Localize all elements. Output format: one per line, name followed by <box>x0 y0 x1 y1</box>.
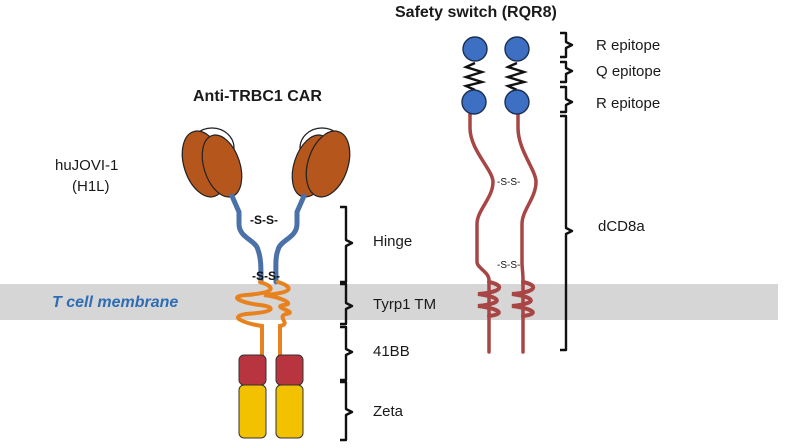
switch-disulfide-upper: -S-S- <box>497 177 520 188</box>
car-domain-zeta: Zeta <box>373 403 404 420</box>
switch-tm-coils <box>477 280 535 318</box>
car-binder-left <box>181 127 243 198</box>
switch-linkers <box>461 61 529 92</box>
epitope-top-right <box>504 36 530 62</box>
car-disulfide-upper: -S-S- <box>250 213 278 227</box>
brace-q-epitope <box>560 60 574 84</box>
car-domain-braces <box>340 205 354 442</box>
car-hinge-chains <box>229 193 307 285</box>
switch-domain-r-epitope-bottom: R epitope <box>596 95 661 112</box>
car-domain-41bb: 41BB <box>373 343 410 360</box>
switch-domain-dcd8a: dCD8a <box>598 218 645 235</box>
car-domain-hinge: Hinge <box>373 233 413 250</box>
car-binder-variant: (H1L) <box>72 178 110 195</box>
brace-41bb <box>340 325 354 382</box>
switch-epitopes <box>461 36 530 115</box>
brace-dcd8a <box>560 114 574 352</box>
brace-r-epitope-bottom <box>560 85 574 114</box>
car-41bb-left <box>238 354 267 386</box>
brace-tm <box>340 282 354 326</box>
car-binder-right <box>291 127 351 198</box>
epitope-bottom-left <box>461 89 487 115</box>
car-tm-coils <box>235 280 292 358</box>
t-cell-membrane-band <box>0 284 778 320</box>
brace-r-epitope-top <box>560 31 574 59</box>
epitope-top-left <box>462 36 488 62</box>
car-binder-name: huJOVI-1 <box>55 157 119 174</box>
epitope-bottom-right <box>504 89 530 115</box>
car-disulfide-lower: -S-S- <box>252 269 280 283</box>
switch-title: Safety switch (RQR8) <box>395 4 557 21</box>
car-title: Anti-TRBC1 CAR <box>193 88 322 105</box>
car-41bb-right <box>275 354 304 386</box>
switch-stalks <box>468 102 538 354</box>
switch-domain-q-epitope: Q epitope <box>596 63 662 80</box>
car-domain-tm: Tyrp1 TM <box>373 296 437 313</box>
switch-disulfide-lower: -S-S- <box>497 260 520 271</box>
car-zeta-right <box>275 384 304 439</box>
t-cell-membrane-label: T cell membrane <box>52 294 179 311</box>
switch-domain-r-epitope-top: R epitope <box>596 37 661 54</box>
brace-hinge <box>340 205 354 284</box>
switch-domain-braces <box>560 31 574 352</box>
brace-zeta <box>340 380 354 442</box>
car-zeta-left <box>238 384 267 439</box>
